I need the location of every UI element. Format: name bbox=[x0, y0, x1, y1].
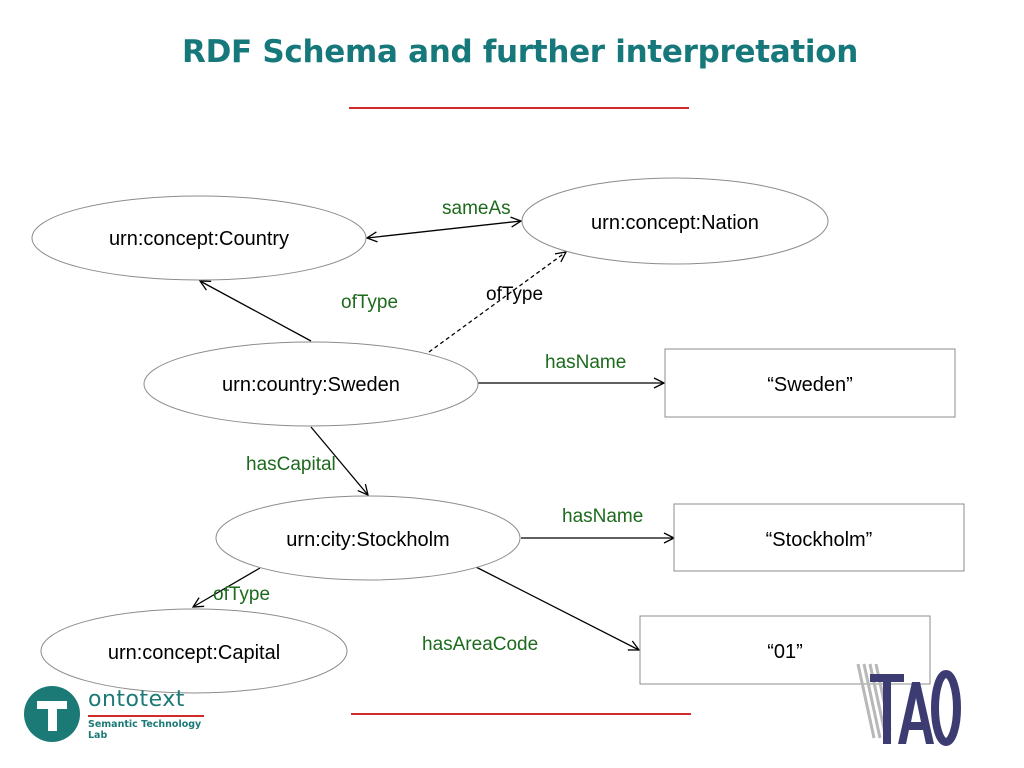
literal-stockholm: “Stockholm” bbox=[673, 503, 965, 572]
node-stockholm: urn:city:Stockholm bbox=[215, 495, 521, 581]
node-country-label: urn:concept:Country bbox=[109, 228, 289, 250]
literal-area-code: “01” bbox=[639, 615, 931, 685]
edge-label-of-type-capital: ofType bbox=[213, 584, 270, 605]
ontotext-logo-underline bbox=[88, 715, 204, 717]
literal-stockholm-label: “Stockholm” bbox=[766, 529, 873, 551]
node-nation-label: urn:concept:Nation bbox=[591, 212, 759, 234]
node-sweden: urn:country:Sweden bbox=[143, 341, 479, 427]
edge-label-has-capital: hasCapital bbox=[246, 454, 336, 475]
literal-sweden: “Sweden” bbox=[664, 348, 956, 418]
node-stockholm-label: urn:city:Stockholm bbox=[286, 529, 449, 551]
same-as-edge bbox=[367, 221, 521, 238]
edge-label-of-type-nation: ofType bbox=[486, 284, 543, 305]
tao-logo-shadow bbox=[856, 663, 892, 739]
tao-logo-lettering bbox=[870, 670, 961, 746]
edge-label-has-name-sweden: hasName bbox=[545, 352, 626, 373]
literal-area-code-label: “01” bbox=[767, 641, 803, 663]
edges bbox=[193, 221, 674, 650]
edge-label-has-name-stockholm: hasName bbox=[562, 506, 643, 527]
of-type-country-edge bbox=[200, 281, 312, 342]
edge-label-has-area-code: hasAreaCode bbox=[422, 634, 538, 655]
edge-label-of-type-country: ofType bbox=[341, 292, 398, 313]
ontotext-logo-subtitle: Semantic Technology Lab bbox=[88, 719, 202, 741]
has-capital-edge bbox=[310, 426, 368, 495]
has-area-code-edge bbox=[475, 566, 639, 650]
footer-divider bbox=[351, 713, 691, 715]
node-nation: urn:concept:Nation bbox=[521, 177, 829, 265]
ontotext-logo: ontotext Semantic Technology Lab bbox=[22, 684, 212, 746]
ontotext-logo-mark bbox=[24, 686, 80, 742]
node-capital-label: urn:concept:Capital bbox=[108, 642, 280, 664]
tao-logo bbox=[856, 663, 961, 746]
ontotext-logo-name: ontotext bbox=[88, 687, 185, 712]
node-country: urn:concept:Country bbox=[31, 195, 367, 281]
edge-label-same-as: sameAs bbox=[442, 198, 511, 219]
node-sweden-label: urn:country:Sweden bbox=[222, 374, 400, 396]
literal-sweden-label: “Sweden” bbox=[767, 374, 853, 396]
of-type-capital-edge bbox=[193, 567, 261, 607]
of-type-nation-edge bbox=[428, 252, 566, 353]
title-divider bbox=[349, 107, 689, 109]
page-title: RDF Schema and further interpretation bbox=[182, 34, 858, 70]
node-capital: urn:concept:Capital bbox=[40, 608, 348, 694]
